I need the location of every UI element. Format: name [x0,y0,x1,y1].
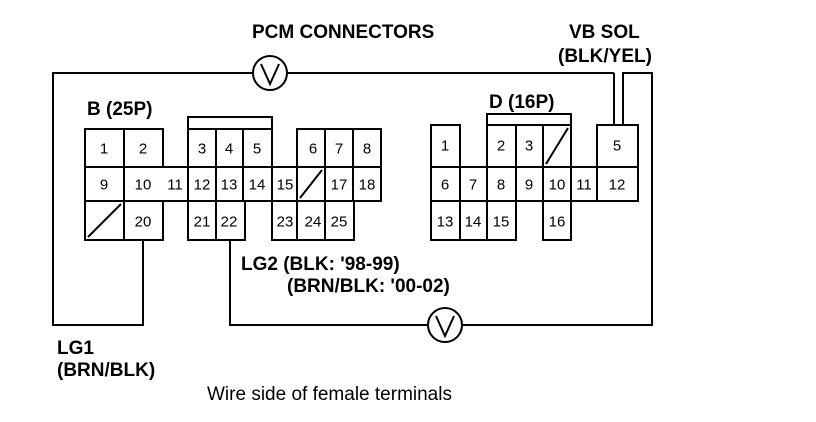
connector-d-pin-7: 7 [469,177,477,194]
connector-b-pin-17: 17 [331,177,348,194]
connector-b-pin-6: 6 [309,141,317,158]
connector-b-pin-24: 24 [305,214,322,231]
connector-d-label: D (16P) [489,92,555,113]
connector-d-pin-9: 9 [525,177,533,194]
connector-d-pin-15: 15 [493,214,510,231]
connector-b-pin-13: 13 [221,177,238,194]
connector-d-pin-5: 5 [613,138,621,155]
connector-d-pin-8: 8 [497,177,505,194]
connector-b-pin-4: 4 [225,141,233,158]
connector-b-pin-11: 11 [167,177,183,194]
connector-b-pin-25: 25 [331,214,348,231]
connector-d-pin-1: 1 [441,138,449,155]
connector-d-pin-11: 11 [576,177,592,194]
voltmeter-icon [427,307,463,343]
connector-d-pin-13: 13 [437,214,454,231]
diagram-title: PCM CONNECTORS [252,22,435,43]
voltmeter-icon [252,55,288,91]
connector-b-pin-9: 9 [100,177,108,194]
connector-b-pin-18: 18 [359,177,376,194]
connector-b-pin-5: 5 [253,141,261,158]
connector-b-pin-3: 3 [198,141,206,158]
lg1-wire-label: (BRN/BLK) [57,360,156,381]
connector-b-pin-8: 8 [363,141,371,158]
connector-b-pin-7: 7 [335,141,343,158]
connector-b-pin-20: 20 [135,214,152,231]
vb-sol-return-wire [462,72,653,326]
connector-b-pin-21: 21 [194,214,211,231]
lg1-wire [52,72,253,326]
connector-d-pin-6: 6 [441,177,449,194]
connector-b-pin-2: 2 [139,141,147,158]
connector-b-pin-12: 12 [194,177,211,194]
connector-b-pin-14: 14 [249,177,266,194]
connector-b-pin-23: 23 [277,214,294,231]
connector-d-outline [430,113,639,241]
connector-b [84,116,382,241]
connector-d-pin-12: 12 [609,177,626,194]
connector-d-pin-2: 2 [497,138,505,155]
lg2-wire [229,240,428,326]
connector-b-pin-10: 10 [135,177,152,194]
connector-d-pin-16: 16 [549,214,566,231]
connector-b-label: B (25P) [87,99,153,120]
lg2-label-line2: (BRN/BLK: '00-02) [287,276,450,297]
connector-b-pin-22: 22 [221,214,238,231]
connector-d-pin-10: 10 [549,177,566,194]
connector-d-pin-14: 14 [465,214,482,231]
connector-b-pin-15: 15 [277,177,294,194]
connector-b-pin-1: 1 [100,141,108,158]
lg1-label: LG1 [57,338,94,359]
wiring [52,72,653,326]
connector-d [430,113,639,241]
vb-sol-wire-label: (BLK/YEL) [558,46,652,67]
connector-d-pin-3: 3 [525,138,533,155]
diagram-caption: Wire side of female terminals [207,384,452,405]
vb-sol-label: VB SOL [569,22,640,43]
lg2-label-line1: LG2 (BLK: '98-99) [241,254,400,275]
